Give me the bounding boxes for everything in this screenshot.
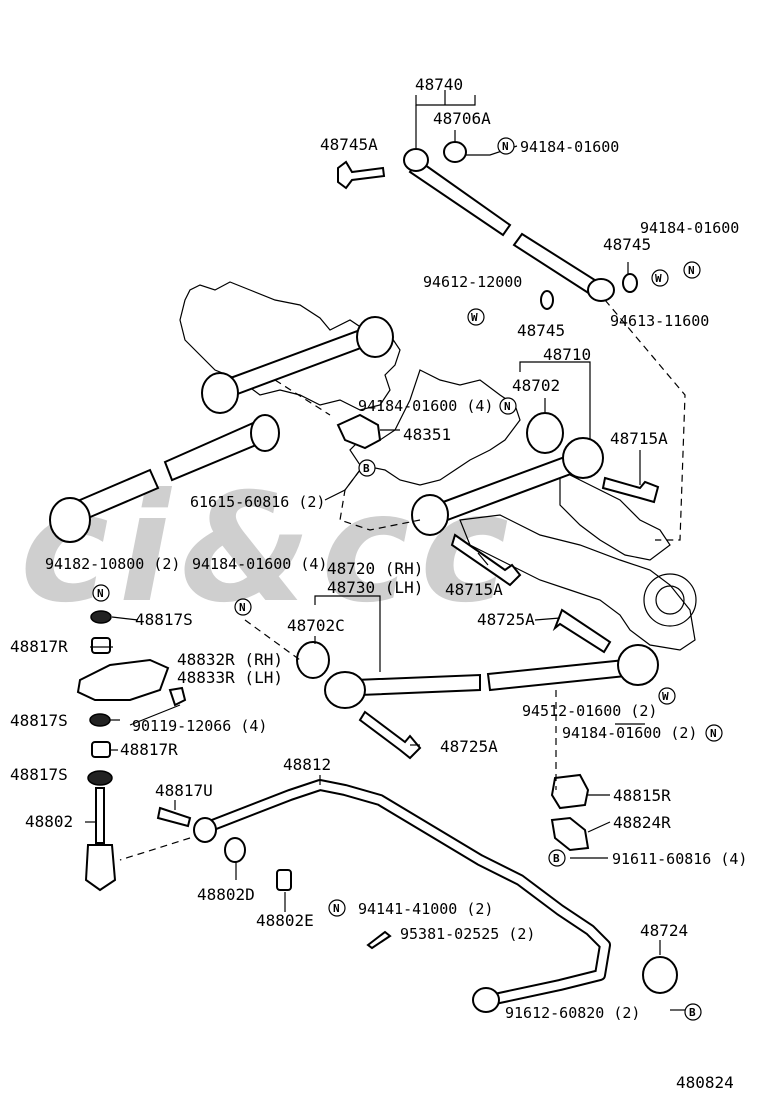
svg-text:N: N	[97, 587, 104, 600]
label-94612-12000: 94612-12000	[423, 273, 522, 291]
label-48706A: 48706A	[433, 109, 491, 128]
label-48351: 48351	[403, 425, 451, 444]
n-symbol: N	[705, 724, 723, 742]
bushing-48815R	[550, 773, 590, 810]
n-symbol: N	[234, 598, 252, 616]
b-symbol: B	[358, 459, 376, 477]
label-48815R: 48815R	[613, 786, 671, 805]
label-95381-02525: 95381-02525 (2)	[400, 925, 535, 943]
bolt-48715A-right	[601, 476, 660, 504]
bolt-48725A-top	[552, 608, 612, 654]
label-48812: 48812	[283, 755, 331, 774]
n-symbol: N	[499, 397, 517, 415]
watermark: ci&cc	[20, 462, 519, 636]
b-symbol: B	[548, 849, 566, 867]
svg-text:N: N	[688, 264, 695, 277]
label-94184-01600-right: 94184-01600	[640, 219, 739, 237]
b-symbol: B	[684, 1003, 702, 1021]
svg-text:B: B	[363, 462, 370, 475]
label-94184-01600-4-a: 94184-01600 (4)	[358, 397, 493, 415]
label-48715A-mid: 48715A	[445, 580, 503, 599]
bushing-48724	[642, 956, 678, 994]
label-48725A-top: 48725A	[477, 610, 535, 629]
dashed-reference-lines	[119, 299, 686, 861]
label-94613-11600: 94613-11600	[610, 312, 709, 330]
label-91611-60816: 91611-60816 (4)	[612, 850, 747, 868]
n-symbol: N	[683, 261, 701, 279]
label-48745-right: 48745	[603, 235, 651, 254]
label-48817S-c: 48817S	[10, 765, 68, 784]
label-91612-60820: 91612-60820 (2)	[505, 1004, 640, 1022]
label-48817S-a: 48817S	[135, 610, 193, 629]
label-48702: 48702	[512, 376, 560, 395]
stabilizer-bar-48812	[193, 779, 611, 1013]
label-48715A-right: 48715A	[610, 429, 668, 448]
svg-text:B: B	[553, 852, 560, 865]
label-48824R: 48824R	[613, 813, 671, 832]
label-48710: 48710	[543, 345, 591, 364]
label-61615-60816: 61615-60816 (2)	[190, 493, 325, 511]
label-94184-01600-2: 94184-01600 (2)	[562, 724, 697, 742]
part-labels: 48740 48706A 48745A 94184-01600 94184-01…	[10, 75, 747, 1092]
label-48802E: 48802E	[256, 911, 314, 930]
label-48817U: 48817U	[155, 781, 213, 800]
label-48802D: 48802D	[197, 885, 255, 904]
label-48730: 48730 (LH)	[327, 578, 423, 597]
label-48702C: 48702C	[287, 616, 345, 635]
bracket-48351	[336, 413, 382, 450]
label-48740: 48740	[415, 75, 463, 94]
label-48745A: 48745A	[320, 135, 378, 154]
w-symbol: W	[467, 308, 485, 326]
label-48724: 48724	[640, 921, 688, 940]
label-48817S-b: 48817S	[10, 711, 68, 730]
label-94184-01600-top: 94184-01600	[520, 138, 619, 156]
n-symbol: N	[92, 584, 110, 602]
svg-text:W: W	[471, 311, 478, 324]
cotter-pin-95381	[366, 930, 392, 950]
w-symbol: W	[658, 687, 676, 705]
svg-text:W: W	[655, 272, 662, 285]
bushing-48802D	[224, 837, 246, 863]
lower-control-arm-48720	[296, 641, 659, 709]
stabilizer-link-parts	[76, 610, 187, 892]
bolt-48715A-mid	[450, 533, 522, 587]
label-48817R-b: 48817R	[120, 740, 178, 759]
n-symbol: N	[497, 137, 515, 155]
circled-symbols: N N W W N B N N W N B N B	[92, 137, 723, 1021]
bolt-48725A-bottom	[358, 710, 422, 760]
lateral-rod-upper	[201, 316, 394, 414]
lateral-rod-lower	[49, 414, 280, 543]
svg-text:N: N	[504, 400, 511, 413]
upper-control-arm-48740	[337, 141, 638, 310]
bracket-48824R	[550, 816, 590, 852]
svg-text:N: N	[710, 727, 717, 740]
label-94512-01600: 94512-01600 (2)	[522, 702, 657, 720]
label-48720: 48720 (RH)	[327, 559, 423, 578]
svg-text:W: W	[662, 690, 669, 703]
label-94182-10800: 94182-10800 (2)	[45, 555, 180, 573]
label-48832R: 48832R (RH)	[177, 650, 283, 669]
label-90119-12066: 90119-12066 (4)	[132, 717, 267, 735]
svg-text:N: N	[239, 601, 246, 614]
label-48802: 48802	[25, 812, 73, 831]
lower-control-arm-48710	[411, 412, 604, 536]
diagram-id: 480824	[676, 1073, 734, 1092]
label-94141-41000: 94141-41000 (2)	[358, 900, 493, 918]
label-48833R: 48833R (LH)	[177, 668, 283, 687]
svg-text:N: N	[502, 140, 509, 153]
label-94184-01600-4-b: 94184-01600 (4)	[192, 555, 327, 573]
label-48817R-a: 48817R	[10, 637, 68, 656]
label-48745-mid: 48745	[517, 321, 565, 340]
svg-text:B: B	[689, 1006, 696, 1019]
bolt-48817U	[156, 806, 192, 828]
label-48725A-bottom: 48725A	[440, 737, 498, 756]
collar-48802E	[276, 869, 292, 891]
w-symbol: W	[651, 269, 669, 287]
n-symbol: N	[328, 899, 346, 917]
svg-text:N: N	[333, 902, 340, 915]
